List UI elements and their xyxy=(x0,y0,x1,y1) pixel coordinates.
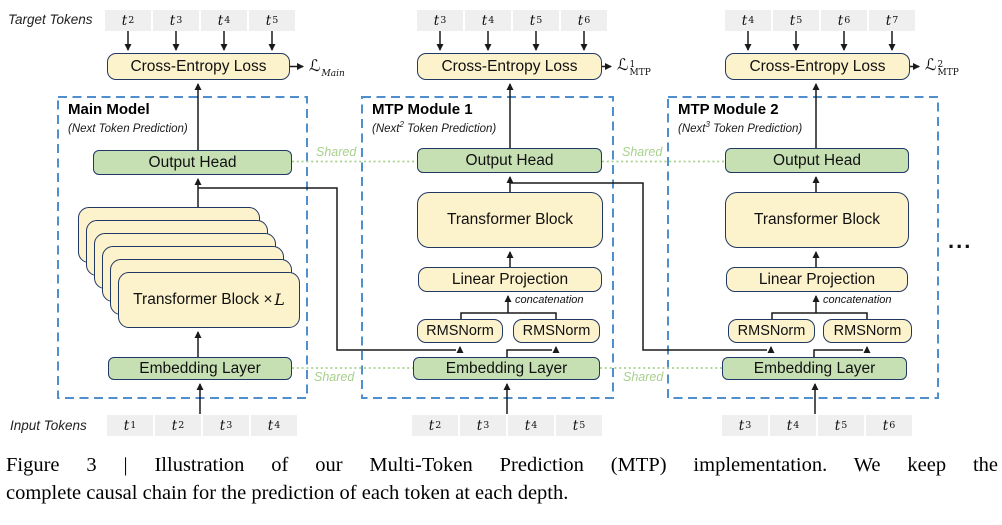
cross-entropy-loss-box: Cross-Entropy Loss xyxy=(417,53,602,80)
caption-line-2: complete causal chain for the prediction… xyxy=(6,481,569,504)
transformer-block-box: Transformer Block xyxy=(417,192,603,248)
linear-projection-box: Linear Projection xyxy=(726,267,908,292)
mtp-module-2-frame xyxy=(667,96,939,399)
module-subtitle-mtp1: (Next2 Token Prediction) xyxy=(372,120,497,135)
output-head-box: Output Head xyxy=(725,148,909,173)
hidden-state-wire-main-to-mtp1 xyxy=(198,187,456,351)
concatenation-label: concatenation xyxy=(823,294,892,306)
embedding-layer-box: Embedding Layer xyxy=(413,357,600,380)
concatenation-label: concatenation xyxy=(515,294,584,306)
linear-projection-box: Linear Projection xyxy=(418,267,602,292)
target-tokens-label: Target Tokens xyxy=(8,12,93,27)
module-title-mtp2: MTP Module 2 xyxy=(678,101,779,118)
embedding-layer-box: Embedding Layer xyxy=(108,357,292,380)
transformer-block-stack: Transformer Block ×L xyxy=(118,272,300,328)
figure-caption: Figure 3 | Illustration of our Multi-Tok… xyxy=(6,452,998,507)
shared-label: Shared xyxy=(622,145,663,159)
rmsnorm-box: RMSNorm xyxy=(417,319,503,343)
cross-entropy-loss-box: Cross-Entropy Loss xyxy=(725,53,910,80)
rmsnorm-box: RMSNorm xyxy=(823,319,912,343)
rmsnorm-box: RMSNorm xyxy=(513,319,600,343)
module-subtitle-mtp2: (Next3 Token Prediction) xyxy=(678,120,803,135)
caption-line-1: Figure 3 | Illustration of our Multi-Tok… xyxy=(6,454,998,476)
cross-entropy-loss-box: Cross-Entropy Loss xyxy=(107,53,290,80)
transformer-block-box: Transformer Block xyxy=(725,192,909,248)
shared-label: Shared xyxy=(623,370,664,384)
output-head-box: Output Head xyxy=(93,150,292,175)
module-title-main: Main Model xyxy=(68,101,150,118)
continuation-ellipsis: ... xyxy=(948,228,973,253)
shared-label: Shared xyxy=(314,370,355,384)
shared-label: Shared xyxy=(316,145,357,159)
input-tokens-label: Input Tokens xyxy=(10,418,87,433)
main-model-frame xyxy=(57,96,308,399)
module-title-mtp1: MTP Module 1 xyxy=(372,101,473,118)
output-head-box: Output Head xyxy=(417,148,602,173)
rmsnorm-box: RMSNorm xyxy=(728,319,815,343)
module-subtitle-main: (Next Token Prediction) xyxy=(68,122,188,135)
embedding-layer-box: Embedding Layer xyxy=(722,357,907,380)
hidden-state-wire-mtp1-to-mtp2 xyxy=(510,182,767,351)
